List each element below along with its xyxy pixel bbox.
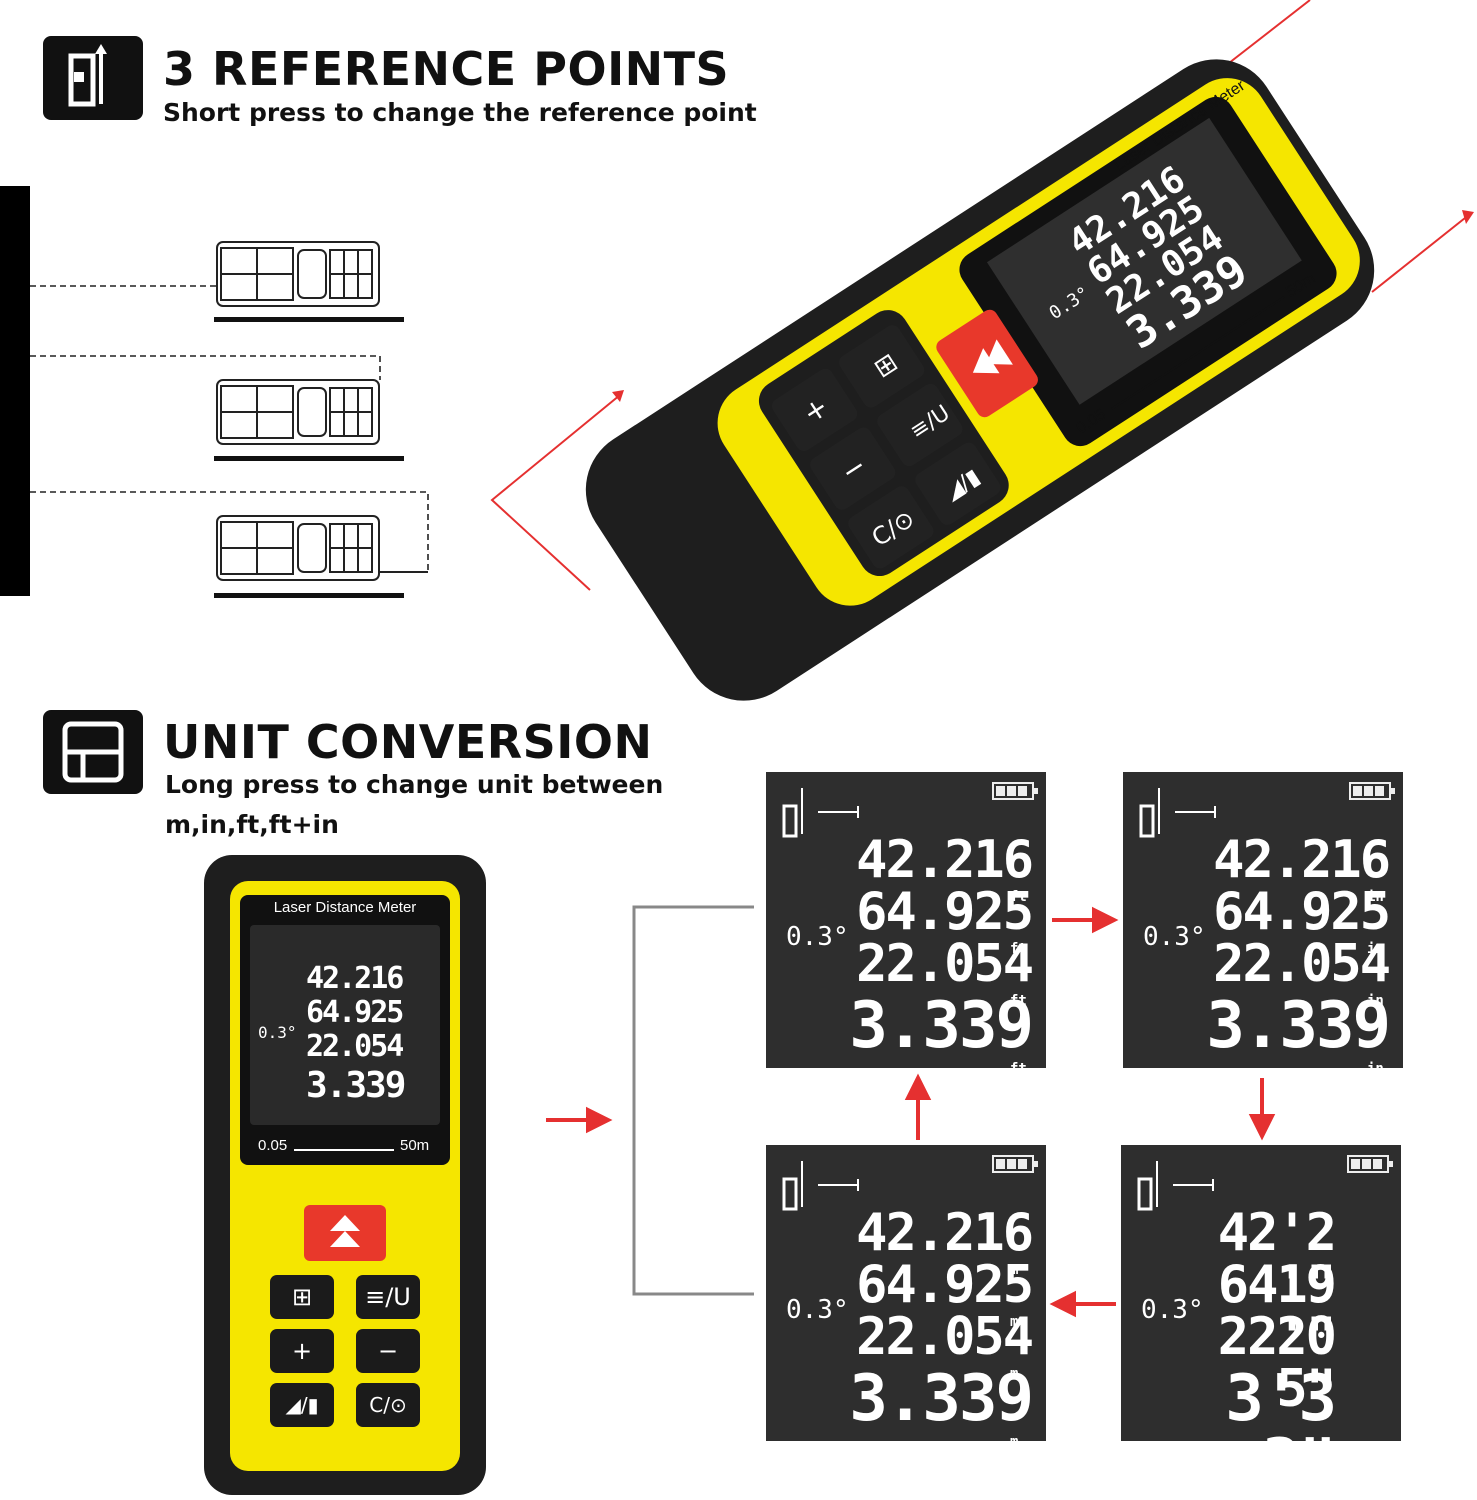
reading-row: 3.339in (1206, 989, 1391, 1077)
device-angle: 0.3° (258, 1023, 297, 1042)
reading-row: 22'0 5" (1217, 1307, 1337, 1419)
function-button[interactable]: ⊞ (270, 1275, 334, 1319)
lcd-panel-ft-in: 0.3° 42'2 1" 64'9 2" 22'0 5" 3'3 3" (1121, 1145, 1401, 1495)
lcd-panel-in: 0.3° 42.216in 64.925in 22.054in 3.339in (1123, 772, 1403, 1077)
floor-line-3 (214, 593, 404, 598)
battery-icon (992, 1155, 1038, 1173)
reading-row: 3.339m (849, 1362, 1034, 1450)
minus-button[interactable]: − (356, 1329, 420, 1373)
reference-subtitle: Short press to change the reference poin… (163, 98, 757, 127)
lcd-panel-ft: 0.3° 42.216ft 64.925ft 22.054ft 3.339ft (766, 772, 1046, 1077)
reference-icon (782, 1161, 859, 1211)
device-reading-3: 22.054 (306, 1029, 404, 1064)
unit-conversion-icon (43, 710, 143, 794)
reference-icon (782, 788, 859, 838)
reading-row: 64.925in (1213, 882, 1391, 957)
lcd-panel-m: 0.3° 42.216m 64.925m 22.054m 3.339m (766, 1145, 1046, 1450)
reading-row: 42'2 1" (1217, 1203, 1337, 1315)
plus-button[interactable]: + (270, 1329, 334, 1373)
unit-conversion-subtitle-1: Long press to change unit between (165, 770, 664, 799)
device-brand-label: Laser Distance Meter (273, 899, 417, 916)
mode-unit-button[interactable]: ≡/U (356, 1275, 420, 1319)
reading-row: 64.925m (856, 1255, 1034, 1330)
reading-row: 64'9 2" (1217, 1255, 1337, 1367)
flow-arrows (546, 905, 1276, 1318)
hero-device: Laser Distance Meter 42.216 64.925 22.05… (490, 0, 1474, 701)
device-front-view: Laser Distance Meter 0.3° 42.216 64.925 … (204, 855, 486, 1495)
device-reading-2: 64.925 (306, 995, 404, 1030)
reading-row: 22.054in (1213, 934, 1391, 1009)
reference-icon (1137, 1161, 1214, 1211)
side-accent-bar (0, 186, 30, 596)
reference-icon (1139, 788, 1216, 838)
angle-readout: 0.3° (1141, 1295, 1204, 1325)
reading-row: 22.054m (856, 1307, 1034, 1382)
reading-row: 3'3 3" (1225, 1362, 1337, 1500)
device-lcd: 0.3° 42.216 64.925 22.054 3.339 (250, 925, 440, 1125)
reading-row: 64.925ft (856, 882, 1034, 957)
reference-point-icon (43, 36, 143, 120)
floor-line-2 (214, 456, 404, 461)
reference-diagram (30, 241, 429, 581)
measure-button[interactable] (304, 1205, 386, 1261)
battery-icon (992, 782, 1038, 800)
floor-line-1 (214, 317, 404, 322)
unit-conversion-title: UNIT CONVERSION (163, 715, 653, 769)
device-reading-4: 3.339 (306, 1065, 406, 1106)
angle-readout: 0.3° (786, 1295, 849, 1325)
scale-bar (294, 1149, 394, 1151)
battery-icon (1347, 1155, 1393, 1173)
reading-row: 42.216m (856, 1203, 1034, 1278)
reading-row: 42.216ft (856, 830, 1034, 905)
reading-row: 22.054ft (856, 934, 1034, 1009)
reference-title: 3 REFERENCE POINTS (163, 42, 730, 96)
scale-min-label: 0.05 (258, 1137, 288, 1154)
angle-readout: 0.3° (786, 922, 849, 952)
battery-icon (1349, 782, 1395, 800)
device-reading-1: 42.216 (306, 961, 404, 996)
reading-row: 3.339ft (849, 989, 1034, 1077)
scale-max-label: 50m (400, 1137, 430, 1154)
angle-readout: 0.3° (1143, 922, 1206, 952)
unit-conversion-subtitle-2: m,in,ft,ft+in (165, 810, 339, 839)
clear-power-button[interactable]: C/⊙ (356, 1383, 420, 1427)
reading-row: 42.216in (1213, 830, 1391, 905)
volume-reference-button[interactable]: ◢/▮ (270, 1383, 334, 1427)
